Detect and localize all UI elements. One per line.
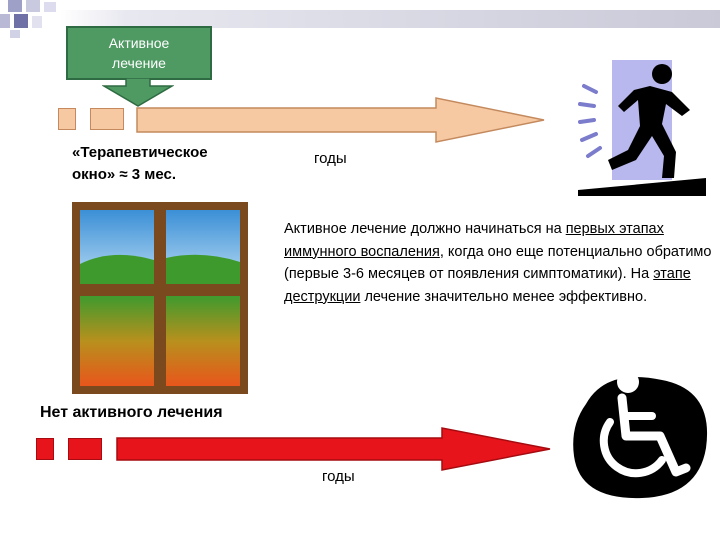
down-arrow-icon	[102, 78, 174, 107]
therapeutic-window-label: «Терапевтическое окно» ≈ 3 мес.	[72, 142, 208, 186]
timeline-segment	[90, 108, 124, 130]
therapeutic-window-line1: «Терапевтическое	[72, 144, 208, 161]
years-label-bottom: годы	[322, 468, 355, 485]
years-label-top: годы	[314, 150, 347, 167]
timeline-segment-red	[36, 438, 54, 460]
paragraph-text-1: Активное лечение должно начинаться на	[284, 221, 566, 237]
window-illustration	[72, 202, 248, 394]
paragraph-underline-2: этапе деструкции	[284, 266, 691, 305]
corner-decoration	[0, 0, 60, 40]
header-gradient-bar	[60, 10, 720, 28]
paragraph-text-3: лечение значительно менее эффективно.	[360, 288, 648, 305]
timeline-segment	[58, 108, 76, 130]
explanation-paragraph: Активное лечение должно начинаться на пе…	[284, 218, 714, 308]
active-treatment-line2: лечение	[112, 55, 166, 71]
active-treatment-line1: Активное	[108, 35, 170, 51]
therapeutic-window-line2: окно» ≈ 3 мес.	[72, 166, 177, 183]
red-timeline-arrow	[116, 427, 551, 471]
wheelchair-icon	[573, 371, 708, 499]
orange-timeline-arrow	[136, 97, 545, 143]
active-treatment-box: Активное лечение	[66, 26, 212, 80]
no-treatment-label: Нет активного лечения	[40, 404, 223, 421]
running-person-icon	[578, 60, 706, 196]
timeline-segment-red	[68, 438, 102, 460]
paragraph-text-2: , когда оно еще потенциально обратимо (п…	[284, 243, 712, 283]
paragraph-underline-1: первых этапах иммунного воспаления	[284, 221, 664, 260]
